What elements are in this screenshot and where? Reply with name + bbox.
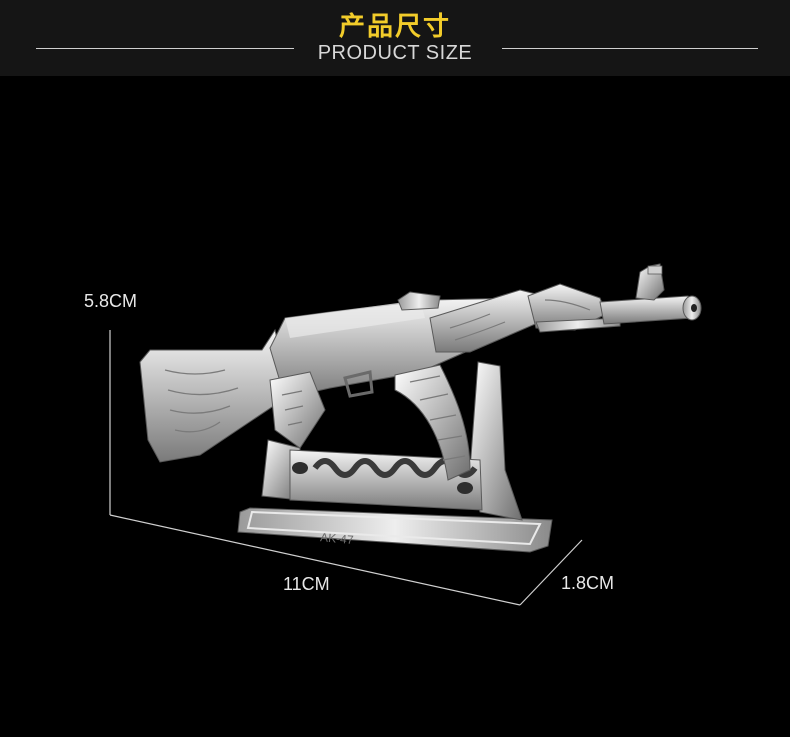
stand-engraving: AK-47: [320, 530, 355, 547]
rifle-model: [139, 263, 702, 481]
length-dimension-label: 11CM: [283, 574, 330, 594]
title-chinese: 产品尺寸: [338, 12, 451, 42]
title-english: PRODUCT SIZE: [317, 42, 473, 64]
length-dimension-line: [109, 514, 521, 606]
header-bar: 产品尺寸 PRODUCT SIZE: [0, 0, 790, 76]
header-rule-left: [36, 48, 294, 49]
depth-dimension-line: [519, 539, 583, 606]
header-rule-right: [502, 48, 758, 49]
dimension-lines: [109, 330, 583, 606]
height-dimension-label: 5.8CM: [84, 291, 138, 311]
depth-dimension-label: 1.8CM: [561, 573, 615, 593]
